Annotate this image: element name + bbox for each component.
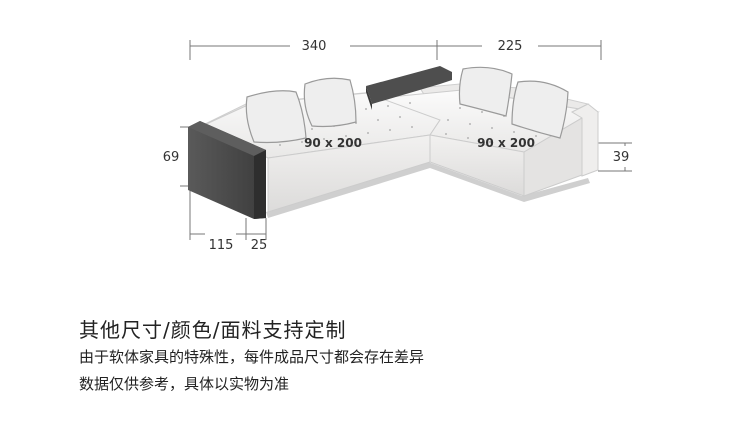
- right-armrest: [570, 103, 599, 177]
- disclaimer-line-2: 数据仅供参考，具体以实物为准: [79, 375, 290, 393]
- back-armrest: [366, 66, 452, 104]
- cushion-1: [245, 90, 307, 144]
- cushion-4: [511, 80, 569, 139]
- cushion-2: [303, 77, 357, 128]
- dim-width-left: 340: [302, 39, 327, 54]
- dim-height-back: 69: [163, 150, 180, 165]
- dim-height-seat: 39: [613, 150, 630, 165]
- sofa-diagram: 340 225 69 39 115 25: [163, 39, 632, 253]
- size-label-right: 90 x 200: [477, 136, 535, 150]
- dim-armrest-width: 25: [251, 238, 268, 253]
- customization-headline: 其他尺寸/颜色/面料支持定制: [79, 318, 347, 342]
- disclaimer-line-1: 由于软体家具的特殊性，每件成品尺寸都会存在差异: [79, 348, 425, 366]
- cushion-3: [458, 66, 513, 117]
- size-label-left: 90 x 200: [304, 136, 362, 150]
- dim-width-right: 225: [498, 39, 523, 54]
- dim-depth-seat: 115: [209, 238, 234, 253]
- sectional-sofa: 90 x 200 90 x 200: [188, 66, 600, 219]
